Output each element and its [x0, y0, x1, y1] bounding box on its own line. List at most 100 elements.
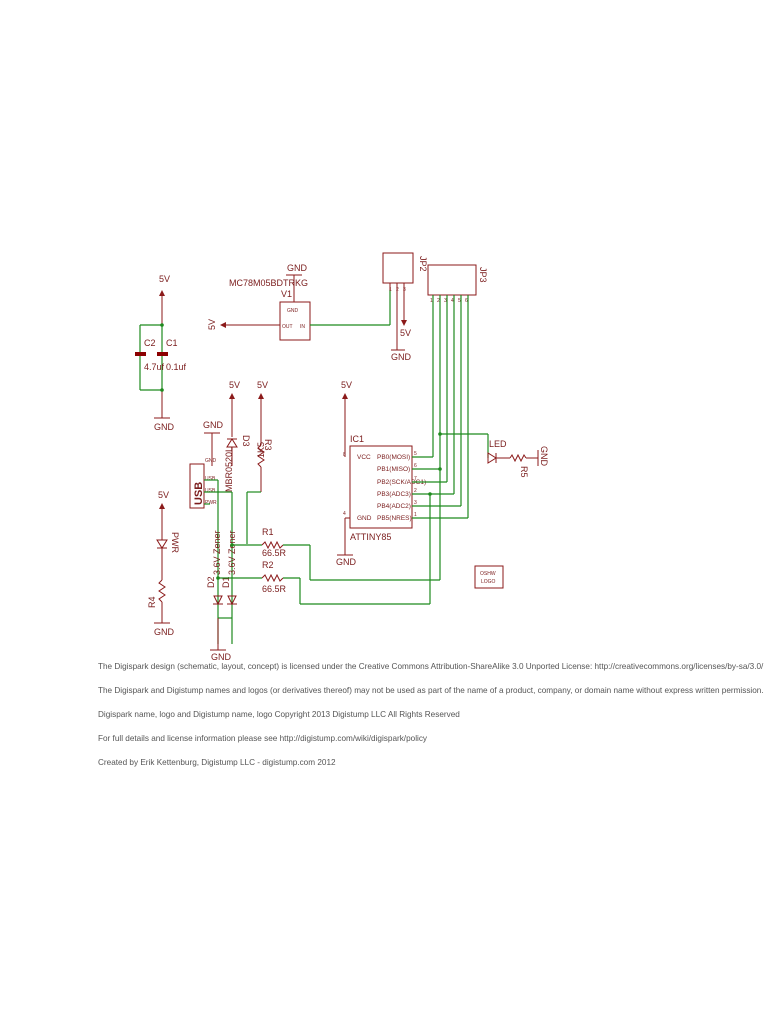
- d2-value: 3.6V Zener: [212, 530, 222, 575]
- usb-side-usb1: USB: [205, 476, 216, 482]
- mcu-5v-label: 5V: [341, 380, 352, 390]
- connector-jp3: JP3 1 2 3 4 5 6: [427, 264, 488, 518]
- mcu-pin-num-5: 5: [414, 451, 417, 457]
- d2-ref: D2: [206, 576, 216, 588]
- connector-jp2: JP2 1 2 3 5V GND: [382, 252, 428, 362]
- note-line: The Digispark design (schematic, layout,…: [98, 662, 764, 671]
- power-led-circuit: 5V PWR R4 GND: [147, 490, 180, 637]
- reg-pin-in: IN: [300, 324, 305, 330]
- reg-5v-out-label: 5V: [207, 319, 217, 330]
- r2-value: 66.5R: [262, 584, 287, 594]
- resistor-r3: 5V R3 1K5: [246, 380, 273, 544]
- r1-ref: R1: [262, 527, 274, 537]
- mcu-pin-num-1: 1: [414, 512, 417, 518]
- mcu-pin-pb5: PB5(NRES): [377, 515, 412, 522]
- jp3-pin-2: 2: [437, 298, 440, 304]
- c2-ref: C2: [144, 338, 156, 348]
- pwr-5v-label: 5V: [158, 490, 169, 500]
- reg-pin-out: OUT: [282, 324, 293, 330]
- r2-ref: R2: [262, 560, 274, 570]
- jp3-pin-1: 1: [430, 298, 433, 304]
- note-line: The Digispark and Digistump names and lo…: [98, 686, 764, 695]
- d1-value: 3.6V Zener: [227, 530, 237, 575]
- resistors-r1-r2: R1 66.5R R2 66.5R: [218, 467, 442, 605]
- cap-gnd-label: GND: [154, 422, 175, 432]
- diode-d3: 5V D3 MBR0520L: [224, 380, 251, 492]
- mcu-pin-pb0: PB0(MOSI): [377, 454, 410, 461]
- jp3-ref: JP3: [478, 267, 488, 283]
- led-label: LED: [489, 439, 507, 449]
- jp2-5v-label: 5V: [400, 328, 411, 338]
- jp3-pin-6: 6: [465, 298, 468, 304]
- reg-pin-gnd: GND: [287, 308, 299, 314]
- d3-ref: D3: [241, 435, 251, 447]
- jp2-gnd-label: GND: [391, 352, 412, 362]
- led-gnd-label: GND: [539, 446, 549, 467]
- c2-symbol: [135, 352, 146, 356]
- pwr-gnd-label: GND: [154, 627, 175, 637]
- r1-value: 66.5R: [262, 548, 287, 558]
- r3-ref: R3: [263, 439, 273, 451]
- jp3-pin-5: 5: [458, 298, 461, 304]
- note-line: Digispark name, logo and Digistump name,…: [98, 710, 460, 719]
- mcu-ic1: 5V IC1 8 4 VCC GND GND PB0(MOSI) PB1(MIS…: [336, 380, 468, 567]
- jp2-body: [382, 252, 414, 284]
- usb-side-usb2: USB: [205, 488, 216, 494]
- mcu-pin-pb2: PB2(SCK/ADC1): [377, 479, 426, 486]
- mcu-pin-num-6: 6: [414, 463, 417, 469]
- jp2-ref: JP2: [418, 256, 428, 272]
- reg-body: [279, 301, 311, 341]
- mcu-body: [349, 445, 413, 529]
- mcu-part: ATTINY85: [350, 532, 391, 542]
- note-line: Created by Erik Kettenburg, Digistump LL…: [98, 758, 336, 767]
- d3-value: MBR0520L: [224, 447, 234, 492]
- oshw-logo: OSHW LOGO: [474, 565, 504, 589]
- jp3-body: [427, 264, 477, 296]
- mcu-pin-num-2: 2: [414, 488, 417, 494]
- mcu-ref: IC1: [350, 434, 364, 444]
- mcu-pin-num-vcc: 8: [343, 452, 346, 458]
- mcu-gnd-label: GND: [336, 557, 357, 567]
- usb-connector: USB GND USB USB PWR GND: [189, 420, 233, 644]
- r4-ref: R4: [147, 596, 157, 608]
- regulator-v1: GND MC78M05BDTRKG V1 GND OUT IN 5V: [207, 263, 391, 341]
- mcu-pin-num-gnd: 4: [343, 511, 346, 517]
- usb-gnd-label: GND: [203, 420, 224, 430]
- logo-line1: OSHW: [480, 571, 496, 577]
- usb-label: USB: [193, 482, 205, 505]
- c2-value: 4.7uf: [144, 362, 165, 372]
- usb-side-pwr: PWR: [205, 500, 217, 506]
- c1-ref: C1: [166, 338, 178, 348]
- license-notes: The Digispark design (schematic, layout,…: [98, 660, 764, 780]
- usb-pin-gnd: GND: [205, 458, 217, 464]
- d3-5v-label: 5V: [229, 380, 240, 390]
- mcu-pin-num-3: 3: [414, 500, 417, 506]
- note-line: For full details and license information…: [98, 734, 428, 743]
- reg-part-label: MC78M05BDTRKG: [229, 278, 308, 288]
- zener-gnd-label: GND: [211, 652, 232, 662]
- r5-ref: R5: [519, 466, 529, 478]
- usb-body: [189, 463, 205, 509]
- cap-5v-label: 5V: [159, 274, 170, 284]
- mcu-pin-pb4: PB4(ADC2): [377, 503, 411, 510]
- mcu-pin-vcc: VCC: [357, 454, 371, 461]
- jp3-pin-3: 3: [444, 298, 447, 304]
- r3-value: 1K5: [256, 442, 266, 458]
- pwr-label: PWR: [170, 532, 180, 553]
- c1-value: 0.1uf: [166, 362, 187, 372]
- reg-gnd-label: GND: [287, 263, 308, 273]
- logo-line2: LOGO: [481, 579, 496, 585]
- mcu-pin-pb1: PB1(MISO): [377, 466, 410, 473]
- c1-symbol: [157, 352, 168, 356]
- mcu-pin-gnd: GND: [357, 515, 372, 522]
- mcu-pin-pb3: PB3(ADC3): [377, 491, 411, 498]
- d1-ref: D1: [221, 576, 231, 588]
- reg-ref: V1: [281, 289, 292, 299]
- jp3-pin-4: 4: [451, 298, 454, 304]
- mcu-pin-num-7: 7: [414, 476, 417, 482]
- led-circuit: LED R5 GND: [438, 432, 549, 478]
- capacitor-group: 5V C2 C1 4.7uf 0.1uf GND: [135, 274, 187, 432]
- zener-diodes: D2 D1 3.6V Zener 3.6V Zener GND: [206, 530, 237, 662]
- r3-5v-label: 5V: [257, 380, 268, 390]
